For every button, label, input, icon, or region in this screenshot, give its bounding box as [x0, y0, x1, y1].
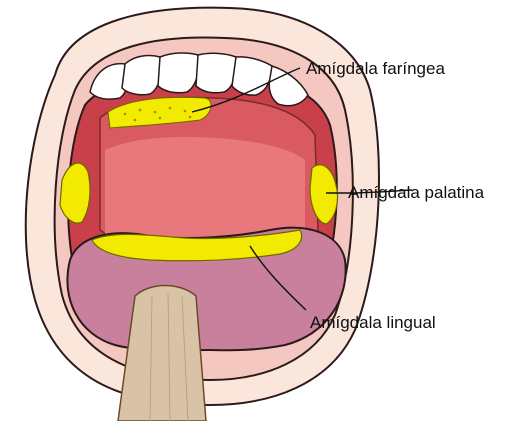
- label-pharyngeal-tonsil: Amígdala faríngea: [306, 59, 445, 78]
- label-lingual-tonsil: Amígdala lingual: [310, 313, 436, 332]
- label-palatine-tonsil: Amígdala palatina: [348, 183, 485, 202]
